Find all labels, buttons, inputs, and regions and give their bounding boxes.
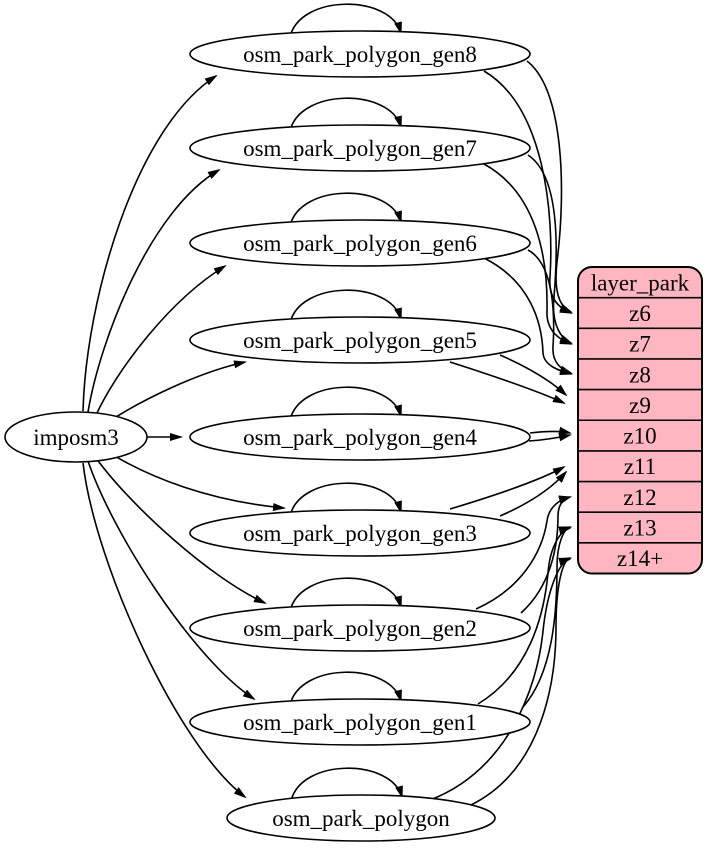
edge-self-loop-osm_park_polygon_gen1: [289, 671, 402, 706]
table-node-osm_park_polygon_gen3: osm_park_polygon_gen3: [189, 509, 531, 557]
table-node-osm_park_polygon: osm_park_polygon: [226, 794, 496, 842]
table-ellipse: [189, 30, 531, 78]
table-ellipse: [226, 794, 496, 842]
edge-osm_park_polygon_gen2-to-z12-2: [475, 495, 572, 610]
edge-self-loop-osm_park_polygon_gen2: [289, 577, 402, 612]
table-label: osm_park_polygon_gen2: [243, 616, 477, 641]
table-node-osm_park_polygon_gen1: osm_park_polygon_gen1: [189, 698, 531, 746]
edge-self-loop-osm_park_polygon_gen3: [289, 482, 402, 517]
edge-self-loop-osm_park_polygon_gen5: [289, 289, 402, 324]
table-ellipse: [189, 413, 531, 461]
table-label: osm_park_polygon_gen7: [243, 136, 477, 161]
edge-self-loop-osm_park_polygon: [290, 767, 403, 802]
edge-imposm3-to-osm_park_polygon_gen8: [82, 74, 218, 412]
edge-imposm3-to-osm_park_polygon_gen6: [95, 264, 227, 416]
edge-osm_park_polygon_gen8-to-z6-2: [483, 70, 573, 314]
edge-osm_park_polygon_gen3-to-z11: [499, 470, 568, 517]
edge-osm_park_polygon_gen5-to-z9: [499, 354, 568, 397]
layer-row-z3: z9: [629, 393, 651, 418]
table-node-osm_park_polygon_gen2: osm_park_polygon_gen2: [189, 604, 531, 652]
edge-imposm3-to-osm_park_polygon_gen5: [107, 360, 247, 423]
layer-row-z6: z12: [623, 485, 656, 510]
table-label: osm_park_polygon_gen6: [243, 231, 477, 256]
edge-self-loop-osm_park_polygon_gen7: [289, 97, 402, 132]
edge-imposm3-to-osm_park_polygon_gen1: [87, 460, 256, 701]
table-label: osm_park_polygon_gen5: [243, 328, 477, 353]
layer-node-layer_park: layer_park z6 z7 z8 z9 z10 z11 z12 z13 z14+: [577, 266, 703, 575]
table-ellipse: [189, 509, 531, 557]
table-node-osm_park_polygon_gen8: osm_park_polygon_gen8: [189, 30, 531, 78]
edge-osm_park_polygon_gen4-to-z10: [529, 426, 572, 435]
edge-osm_park_polygon_gen1-to-z13: [522, 526, 572, 708]
edge-self-loop-osm_park_polygon_gen6: [289, 192, 402, 227]
table-ellipse: [189, 698, 531, 746]
edge-imposm3-to-osm_park_polygon: [82, 462, 247, 799]
edge-self-loop-osm_park_polygon_gen8: [289, 3, 402, 38]
edge-osm_park_polygon-to-z14+: [470, 557, 572, 806]
layer-row-z8: z14+: [617, 546, 663, 571]
source-label: imposm3: [33, 425, 119, 450]
layer-row-z2: z8: [629, 362, 651, 387]
edge-osm_park_polygon_gen7-to-z7-2: [483, 163, 573, 345]
table-node-osm_park_polygon_gen7: osm_park_polygon_gen7: [189, 124, 531, 172]
layer-row-z5: z11: [624, 454, 656, 479]
edge-self-loop-osm_park_polygon_gen4: [289, 386, 402, 421]
layer-title: layer_park: [591, 270, 690, 295]
edge-imposm3-to-osm_park_polygon_gen7: [87, 168, 221, 413]
edge-imposm3-to-osm_park_polygon_gen3: [107, 451, 286, 511]
table-ellipse: [189, 219, 531, 267]
table-label: osm_park_polygon_gen1: [243, 710, 477, 735]
table-label: osm_park_polygon_gen8: [243, 42, 477, 67]
table-ellipse: [189, 124, 531, 172]
edge-osm_park_polygon-to-z14+-2: [429, 557, 572, 801]
table-ellipse: [189, 604, 531, 652]
edge-osm_park_polygon_gen1-to-z13-2: [477, 526, 572, 705]
table-label: osm_park_polygon_gen3: [243, 521, 477, 546]
edge-osm_park_polygon_gen7-to-z7: [527, 154, 573, 344]
edge-osm_park_polygon_gen4-to-z10-2: [528, 433, 572, 442]
edge-osm_park_polygon_gen3-to-z11-2: [449, 466, 566, 510]
table-node-osm_park_polygon_gen5: osm_park_polygon_gen5: [189, 316, 531, 364]
edge-imposm3-to-osm_park_polygon_gen2: [95, 457, 267, 604]
layer-row-z4: z10: [623, 424, 656, 449]
source-ellipse: [4, 411, 148, 463]
edge-osm_park_polygon_gen8-to-z6: [526, 60, 573, 313]
table-ellipse: [189, 316, 531, 364]
layer-row-z7: z13: [623, 516, 656, 541]
layer-row-z0: z6: [629, 301, 651, 326]
table-node-osm_park_polygon_gen4: osm_park_polygon_gen4: [189, 413, 531, 461]
table-label: osm_park_polygon: [272, 806, 450, 831]
layer-row-z1: z7: [629, 332, 651, 357]
edge-osm_park_polygon_gen6-to-z8-2: [483, 257, 573, 375]
table-label: osm_park_polygon_gen4: [243, 425, 477, 450]
table-node-osm_park_polygon_gen6: osm_park_polygon_gen6: [189, 219, 531, 267]
edge-osm_park_polygon_gen5-to-z9-2: [449, 361, 566, 404]
source-node-imposm3: imposm3: [4, 411, 148, 463]
